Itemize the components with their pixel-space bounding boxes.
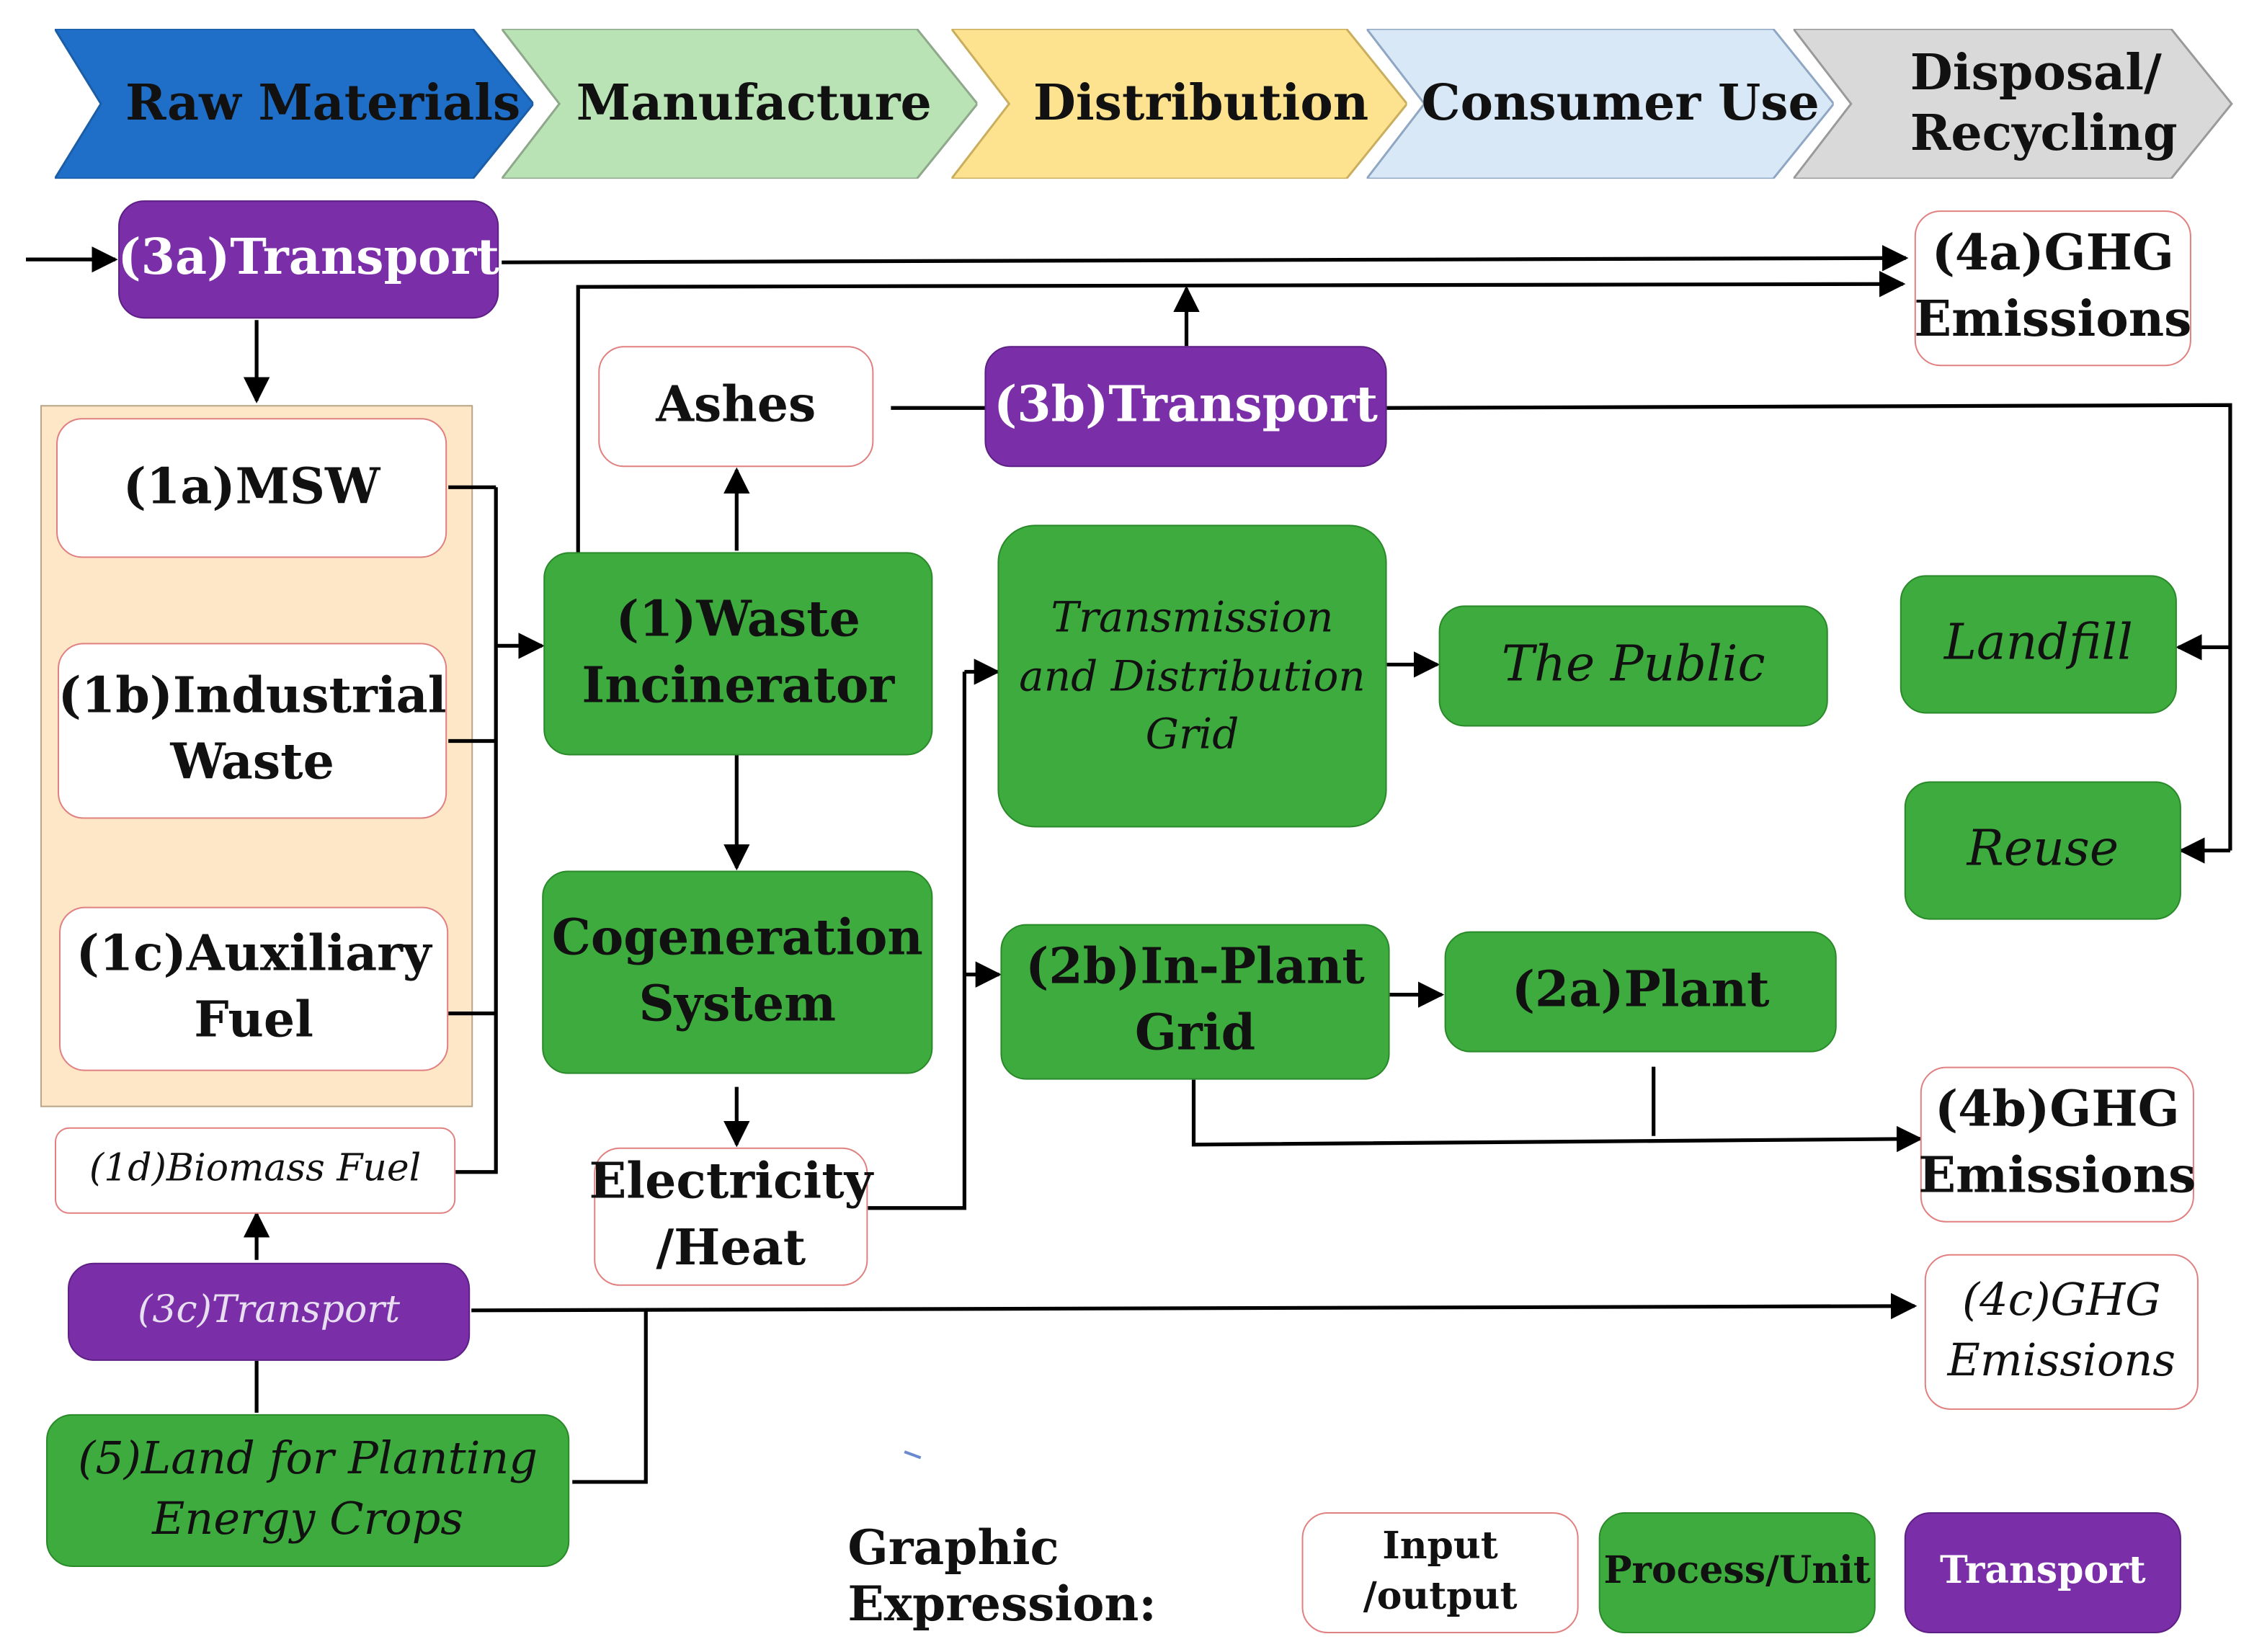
arrow-3a-to-4a — [502, 245, 1909, 272]
node-label: (3b)Transport — [994, 376, 1378, 434]
transport-3a-box: (3a)Transport — [117, 200, 499, 319]
node-label: The Public — [1501, 635, 1765, 694]
node-label: Cogeneration System — [551, 908, 923, 1033]
legend-input-output: Input /output — [1301, 1512, 1579, 1634]
ashes-box: Ashes — [598, 346, 874, 468]
node-label: (4a)GHG Emissions — [1914, 225, 2192, 349]
arrow-incinerator-to-4a — [576, 271, 1906, 554]
node-label: (5)Land for Planting Energy Crops — [78, 1433, 538, 1545]
msw-1a-box: (1a)MSW — [56, 418, 447, 558]
arrow-to-4b — [1191, 1079, 1923, 1153]
transmission-distribution-grid-box: Transmission and Distribution Grid — [997, 524, 1387, 828]
waste-incinerator-1-box: (1)Waste Incinerator — [543, 552, 933, 756]
node-label: (1d)Biomass Fuel — [89, 1148, 422, 1192]
node-label: (1c)Auxiliary Fuel — [76, 925, 432, 1050]
ghg-emissions-4c-box: (4c)GHG Emissions — [1924, 1254, 2199, 1410]
landfill-box: Landfill — [1900, 575, 2177, 714]
node-label: Electricity /Heat — [589, 1153, 873, 1277]
legend-label: Process/Unit — [1603, 1550, 1871, 1594]
stage-disposal-recycling: Disposal/ Recycling — [1793, 29, 2235, 179]
land-for-energy-crops-5-box: (5)Land for Planting Energy Crops — [46, 1414, 570, 1567]
legend-label: Transport — [1940, 1550, 2146, 1594]
the-public-box: The Public — [1438, 605, 1828, 727]
biomass-fuel-1d-box: (1d)Biomass Fuel — [55, 1127, 456, 1214]
stage-label: Disposal/ Recycling — [1910, 44, 2178, 164]
legend-title: Graphic Expression: — [847, 1519, 1157, 1633]
plant-2a-box: (2a)Plant — [1444, 931, 1837, 1053]
stage-label: Distribution — [1033, 74, 1369, 133]
node-label: (3a)Transport — [117, 229, 499, 287]
reuse-box: Reuse — [1904, 781, 2181, 920]
stage-distribution: Distribution — [951, 29, 1407, 179]
electricity-heat-box: Electricity /Heat — [589, 1147, 873, 1286]
industrial-waste-1b-box: (1b)Industrial Waste — [58, 643, 447, 819]
node-label: Ashes — [656, 376, 816, 434]
node-label: (2b)In-Plant Grid — [1025, 938, 1365, 1063]
node-label: (4c)GHG Emissions — [1947, 1274, 2176, 1387]
stage-raw-materials: Raw Materials — [55, 29, 534, 179]
legend-process-unit: Process/Unit — [1598, 1512, 1876, 1634]
node-label: Landfill — [1943, 614, 2133, 672]
stage-label: Manufacture — [576, 74, 932, 133]
transport-3c-box: (3c)Transport — [68, 1262, 471, 1361]
stage-manufacture: Manufacture — [502, 29, 978, 179]
node-label: (1b)Industrial Waste — [58, 667, 447, 792]
ghg-emissions-4a-box: (4a)GHG Emissions — [1914, 210, 2192, 367]
line-electricity-bus — [868, 671, 967, 1210]
node-label: (4b)GHG Emissions — [1918, 1081, 2196, 1205]
node-label: (1)Waste Incinerator — [582, 590, 895, 715]
legend-label: Input /output — [1363, 1524, 1518, 1620]
stage-label: Raw Materials — [125, 74, 521, 133]
cogeneration-system-box: Cogeneration System — [542, 870, 933, 1074]
node-label: (3c)Transport — [138, 1289, 401, 1333]
stage-consumer-use: Consumer Use — [1366, 29, 1834, 179]
transport-3b-box: (3b)Transport — [984, 346, 1387, 468]
node-label: Reuse — [1967, 820, 2119, 878]
in-plant-grid-2b-box: (2b)In-Plant Grid — [1000, 924, 1390, 1080]
line-land-to-4c — [572, 1310, 648, 1484]
line-3b-right — [1386, 403, 2232, 851]
auxiliary-fuel-1c-box: (1c)Auxiliary Fuel — [59, 906, 449, 1071]
line-biomass-bus — [455, 487, 498, 1174]
ghg-emissions-4b-box: (4b)GHG Emissions — [1918, 1066, 2196, 1223]
stage-label: Consumer Use — [1421, 74, 1820, 133]
arrow-3c-to-4c — [471, 1292, 1918, 1320]
node-label: (1a)MSW — [123, 457, 380, 516]
node-label: Transmission and Distribution Grid — [1019, 592, 1366, 759]
legend-transport: Transport — [1904, 1512, 2181, 1634]
node-label: (2a)Plant — [1511, 961, 1770, 1019]
